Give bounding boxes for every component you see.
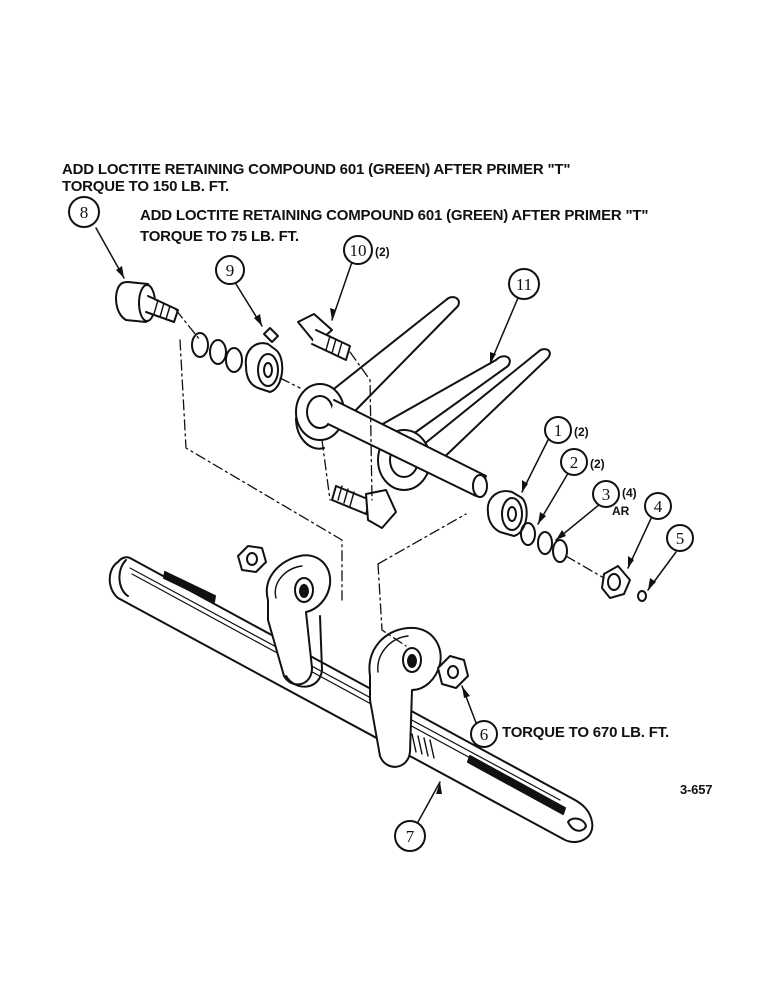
callout-1-number: 1 [554,421,563,440]
callout-3-number: 3 [602,485,611,504]
shaft-hub-left [265,554,332,688]
callout-7-number: 7 [406,827,415,846]
leader-arrowheads [116,266,656,794]
callout-5: 5 [666,524,694,552]
callout-5-number: 5 [676,529,685,548]
shaft [108,556,594,843]
lower-bolt [331,485,397,529]
hex-nut-left [237,545,267,573]
figure-number: 3-657 [680,782,713,797]
callout-11-number: 11 [516,275,532,294]
cap-5 [637,590,647,602]
callout-2-qty: (2) [590,457,605,471]
callout-2: 2 (2) [560,448,605,476]
bolt-8 [115,281,179,323]
callout-6: 6 [470,720,498,748]
callout-10-number: 10 [350,241,367,260]
shaft-hub-right [368,626,442,768]
callout-3-extra: AR [612,504,630,518]
callout-3: 3 (4) AR [592,480,637,518]
callout-1-qty: (2) [574,425,589,439]
callout-7: 7 [394,820,426,852]
callout-6-number: 6 [480,725,489,744]
callout-8-number: 8 [80,203,89,222]
grease-fitting-4 [601,565,631,599]
callout-4-number: 4 [654,497,663,516]
washer-stack-right [486,490,568,563]
note-top-line1: ADD LOCTITE RETAINING COMPOUND 601 (GREE… [62,161,571,178]
callout-3-qty: (4) [622,486,637,500]
callout-2-number: 2 [570,453,579,472]
set-screw-9 [263,327,279,343]
callout-9-number: 9 [226,261,235,280]
hex-nut-right [437,655,469,689]
callout-10: 10 (2) [343,235,390,265]
centerlines [175,309,605,647]
callout-8: 8 [68,196,100,228]
callout-9: 9 [215,255,245,285]
callout-10-qty: (2) [375,245,390,259]
note-torque-670: TORQUE TO 670 LB. FT. [502,724,669,741]
note-second-line1: ADD LOCTITE RETAINING COMPOUND 601 (GREE… [140,207,649,224]
washer-stack-left [191,332,284,393]
callout-4: 4 [644,492,672,520]
bolt-10 [297,313,351,361]
callout-11: 11 [508,268,540,300]
shift-fork-assembly [295,296,551,498]
note-top-line2: TORQUE TO 150 LB. FT. [62,178,229,195]
note-second-line2: TORQUE TO 75 LB. FT. [140,228,299,245]
callout-1: 1 (2) [544,416,589,444]
